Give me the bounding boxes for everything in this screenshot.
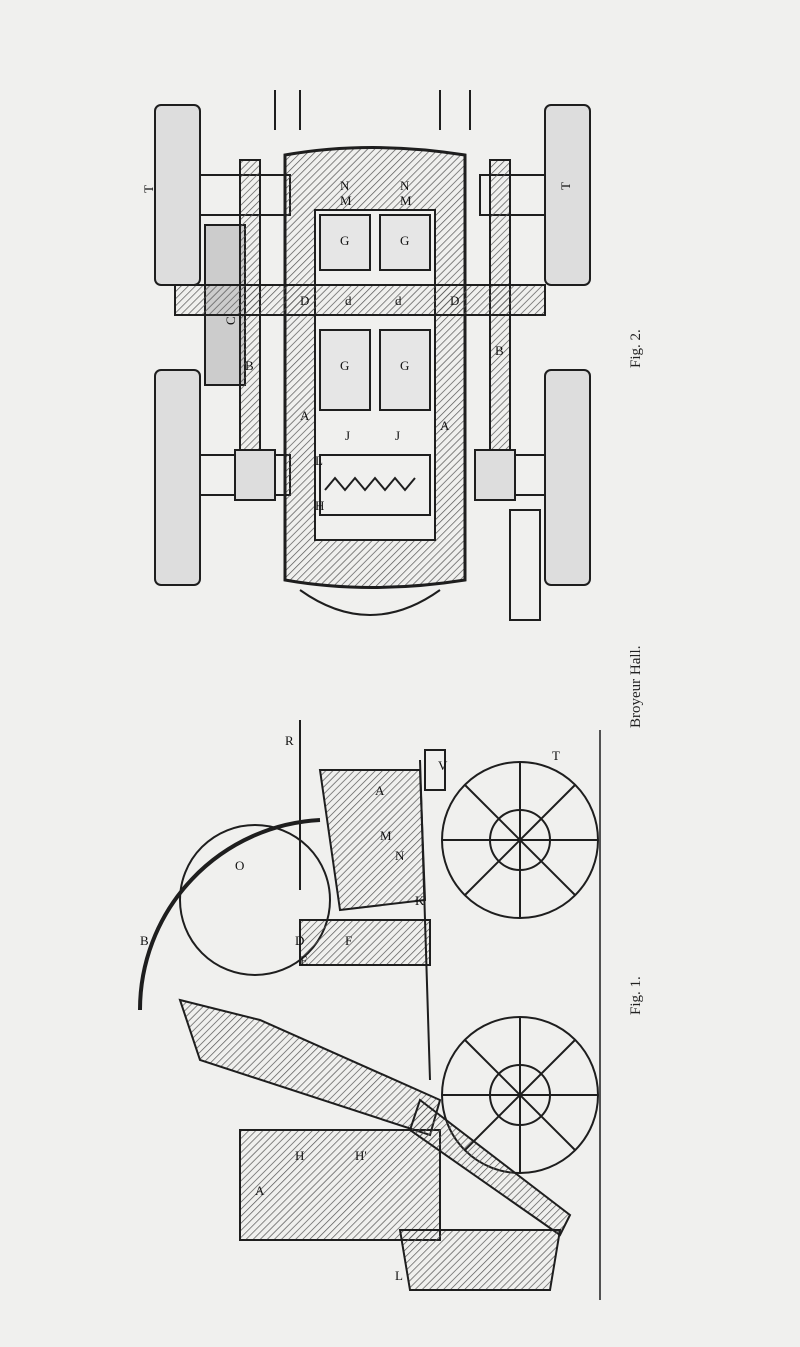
svg-text:d: d	[395, 293, 402, 308]
svg-text:A: A	[440, 418, 450, 433]
svg-text:A: A	[375, 783, 385, 798]
svg-text:G: G	[400, 358, 409, 373]
svg-text:F: F	[345, 933, 352, 948]
svg-text:H: H	[315, 498, 324, 513]
svg-text:H': H'	[355, 1148, 367, 1163]
svg-text:V: V	[438, 758, 448, 773]
svg-text:N: N	[395, 848, 405, 863]
svg-text:A: A	[300, 408, 310, 423]
svg-text:A: A	[255, 1183, 265, 1198]
svg-text:M: M	[340, 193, 352, 208]
svg-text:D: D	[295, 933, 304, 948]
svg-text:L: L	[395, 1268, 403, 1283]
svg-text:K: K	[415, 893, 425, 908]
svg-text:G: G	[340, 233, 349, 248]
svg-text:B: B	[245, 358, 254, 373]
svg-text:T: T	[558, 182, 573, 190]
svg-text:G: G	[400, 233, 409, 248]
svg-text:M: M	[380, 828, 392, 843]
figure-2-plan-view	[154, 90, 591, 621]
figure-title-caption: Broyeur Hall.	[628, 645, 644, 728]
svg-text:J: J	[345, 428, 350, 443]
svg-text:L: L	[315, 453, 323, 468]
figure-1-section-view	[137, 720, 601, 1300]
svg-text:M: M	[400, 193, 412, 208]
svg-text:d: d	[345, 293, 352, 308]
svg-text:G: G	[340, 358, 349, 373]
figure-1-labels: B O R A V T D E F M N K L A H H'	[140, 733, 560, 1283]
svg-text:N: N	[400, 178, 410, 193]
svg-text:J: J	[395, 428, 400, 443]
svg-text:B: B	[495, 343, 504, 358]
figure-2-labels: T T C B B G G G G M M N N D D d d A A J …	[141, 178, 573, 513]
svg-text:T: T	[552, 748, 560, 763]
svg-text:E: E	[300, 953, 308, 968]
figure-1-caption: Fig. 1.	[628, 976, 644, 1015]
svg-text:C: C	[223, 316, 238, 325]
figure-2-caption: Fig. 2.	[628, 329, 644, 368]
svg-text:O: O	[235, 858, 244, 873]
svg-text:N: N	[340, 178, 350, 193]
svg-text:D: D	[300, 293, 309, 308]
svg-text:R: R	[285, 733, 294, 748]
svg-text:T: T	[141, 185, 156, 193]
svg-text:H: H	[295, 1148, 304, 1163]
svg-text:B: B	[140, 933, 149, 948]
svg-text:D: D	[450, 293, 459, 308]
